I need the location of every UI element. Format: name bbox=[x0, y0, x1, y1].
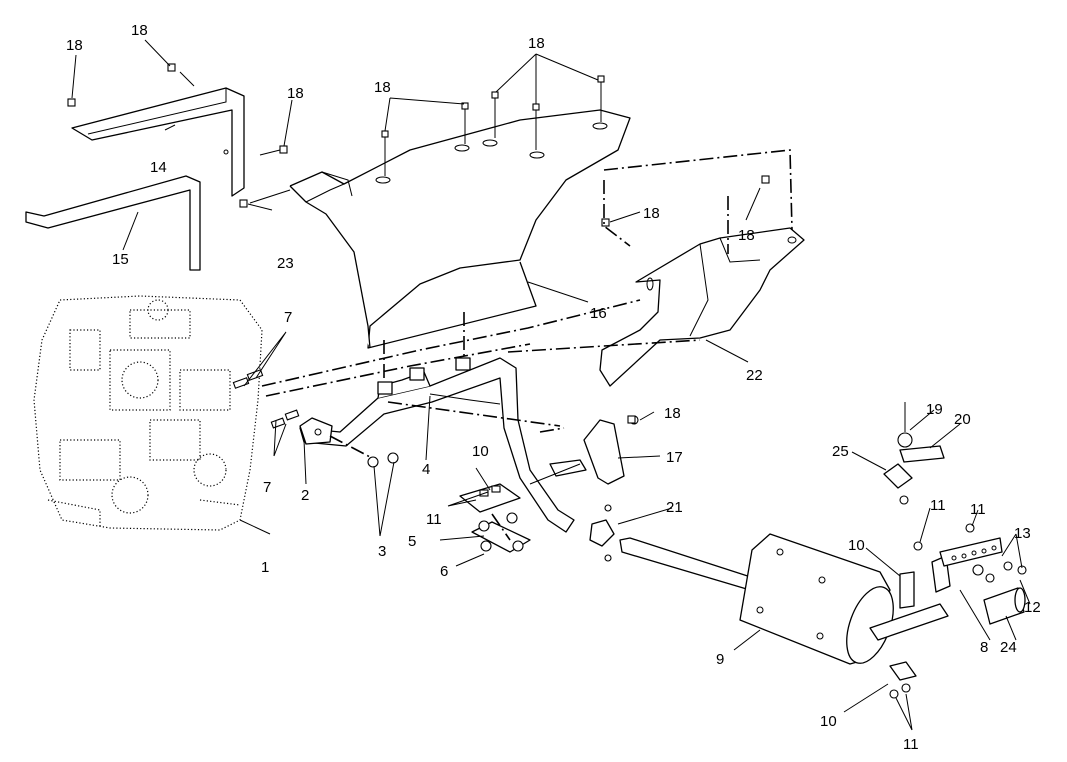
callout-15: 15 bbox=[112, 251, 129, 268]
callout-18-h: 18 bbox=[664, 405, 681, 422]
callout-24: 24 bbox=[1000, 639, 1017, 656]
hanger-17 bbox=[583, 415, 639, 485]
nuts-3 bbox=[367, 452, 399, 468]
callout-4: 4 bbox=[422, 461, 430, 478]
leader-lines bbox=[71, 39, 1031, 731]
callout-21: 21 bbox=[666, 499, 683, 516]
hardware-right bbox=[889, 523, 1027, 699]
callout-7-lower: 7 bbox=[263, 479, 271, 496]
bracket-25 bbox=[883, 402, 945, 505]
heat-shield-16 bbox=[289, 109, 631, 349]
callout-23: 23 bbox=[277, 255, 294, 272]
engine bbox=[33, 295, 263, 531]
callout-5: 5 bbox=[408, 533, 416, 550]
shield-22 bbox=[599, 227, 805, 387]
rod-15 bbox=[25, 175, 201, 271]
callout-8: 8 bbox=[980, 639, 988, 656]
callout-10-center: 10 bbox=[472, 443, 489, 460]
studs-7 bbox=[232, 369, 300, 429]
callout-20: 20 bbox=[954, 411, 971, 428]
callout-18-a: 18 bbox=[66, 37, 83, 54]
callout-3: 3 bbox=[378, 543, 386, 560]
flange-2 bbox=[299, 417, 333, 445]
bracket-14 bbox=[71, 87, 245, 197]
callout-11-right: 11 bbox=[970, 501, 986, 518]
callout-16: 16 bbox=[590, 305, 607, 322]
muffler-9 bbox=[619, 533, 949, 665]
callout-19: 19 bbox=[926, 401, 943, 418]
callout-25: 25 bbox=[832, 443, 849, 460]
callout-14: 14 bbox=[150, 159, 167, 176]
callout-6: 6 bbox=[440, 563, 448, 580]
callout-18-f: 18 bbox=[643, 205, 660, 222]
exhaust-pipe-4 bbox=[299, 357, 575, 533]
sleeve-24 bbox=[983, 587, 1026, 625]
callout-11-center: 11 bbox=[426, 511, 442, 528]
callout-10-bottom: 10 bbox=[820, 713, 837, 730]
bracket-5 bbox=[459, 483, 531, 553]
center-lines bbox=[261, 149, 793, 541]
callout-1: 1 bbox=[261, 559, 269, 576]
callout-18-c: 18 bbox=[287, 85, 304, 102]
callout-11-mid: 11 bbox=[930, 497, 946, 514]
callout-18-d: 18 bbox=[374, 79, 391, 96]
bracket-8 bbox=[939, 537, 1003, 567]
callout-17: 17 bbox=[666, 449, 683, 466]
callout-9: 9 bbox=[716, 651, 724, 668]
u-bolt-upper bbox=[529, 459, 587, 485]
callout-18-e: 18 bbox=[528, 35, 545, 52]
callout-7-upper: 7 bbox=[284, 309, 292, 326]
callouts: 1 2 3 4 5 6 7 7 8 9 10 10 10 11 11 11 11… bbox=[66, 22, 1041, 753]
callout-22: 22 bbox=[746, 367, 763, 384]
callout-13: 13 bbox=[1014, 525, 1031, 542]
callout-2: 2 bbox=[301, 487, 309, 504]
callout-18-g: 18 bbox=[738, 227, 755, 244]
callout-10-muffler: 10 bbox=[848, 537, 865, 554]
bolts-18 bbox=[67, 63, 770, 424]
clamp-21 bbox=[589, 504, 615, 562]
callout-11-bottom: 11 bbox=[903, 736, 919, 753]
callout-12: 12 bbox=[1024, 599, 1041, 616]
callout-18-b: 18 bbox=[131, 22, 148, 39]
